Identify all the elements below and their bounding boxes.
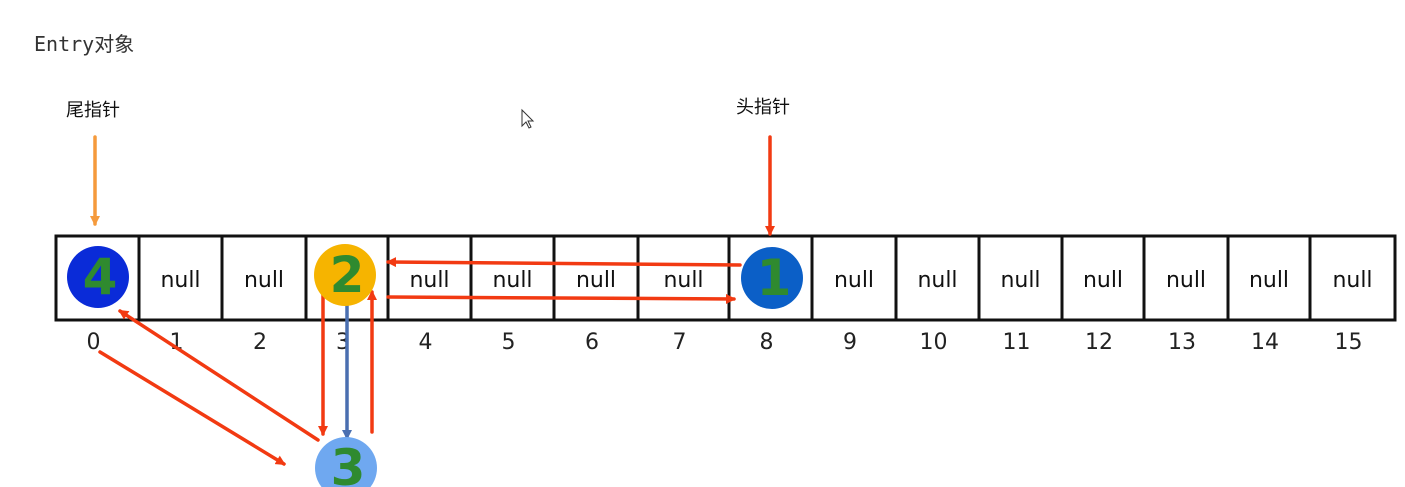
array-cell: null: [469, 234, 556, 322]
cell-null-text: null: [409, 268, 449, 293]
array-cell: null: [1060, 234, 1146, 322]
cell-index-label: 6: [585, 330, 599, 355]
cell-index-label: 14: [1251, 330, 1279, 355]
cell-index-label: 9: [843, 330, 857, 355]
node-1: 1: [741, 247, 803, 309]
array-cell: null: [894, 234, 981, 322]
arrow-index0-to-node3: [98, 350, 286, 466]
cell-null-text: null: [492, 268, 532, 293]
cell-null-text: null: [576, 268, 616, 293]
cell-index-label: 11: [1003, 330, 1031, 355]
node-digit-label: 4: [83, 248, 118, 306]
cell-index-label: 8: [760, 330, 774, 355]
diagram-title: Entry对象: [34, 32, 135, 56]
cell-index-label: 15: [1335, 330, 1363, 355]
node-4: 4: [67, 246, 129, 308]
cell-index-label: 10: [920, 330, 948, 355]
node-digit-label: 2: [330, 246, 365, 304]
cell-null-text: null: [663, 268, 703, 293]
head-pointer-label: 头指针: [736, 97, 790, 118]
array-cell: null: [810, 234, 898, 322]
cell-null-text: null: [160, 268, 200, 293]
array-cell: null: [636, 234, 731, 322]
cell-index-label: 13: [1168, 330, 1196, 355]
array-cell: null: [220, 234, 308, 322]
cell-null-text: null: [1166, 268, 1206, 293]
cell-index-label: 7: [673, 330, 687, 355]
cell-index-label: 2: [253, 330, 267, 355]
tail-pointer-label: 尾指针: [66, 100, 120, 121]
arrow-node3-to-node4: [118, 309, 320, 442]
node-digit-label: 1: [757, 249, 792, 307]
cell-index-label: 4: [419, 330, 433, 355]
cell-null-text: null: [1332, 268, 1372, 293]
array-cell: null: [386, 234, 473, 322]
node-3: 3: [315, 437, 377, 487]
array-cell: null: [1226, 234, 1312, 322]
cell-null-text: null: [917, 268, 957, 293]
array-cell: null: [977, 234, 1064, 322]
cell-null-text: null: [1249, 268, 1289, 293]
node-2: 2: [314, 244, 376, 306]
array-cell: null: [1142, 234, 1230, 322]
cell-index-label: 0: [87, 330, 101, 355]
cell-index-label: 5: [502, 330, 516, 355]
cell-null-text: null: [834, 268, 874, 293]
node-digit-label: 3: [331, 439, 366, 487]
array-cell: null: [137, 234, 224, 322]
cell-null-text: null: [1000, 268, 1040, 293]
mouse-cursor-icon: [521, 108, 535, 129]
array-cell: null: [552, 234, 640, 322]
array-cell: null: [1308, 234, 1397, 322]
cell-null-text: null: [1083, 268, 1123, 293]
cell-index-label: 12: [1085, 330, 1113, 355]
arrow-node1-to-node2: [386, 257, 742, 268]
arrow-node2-to-node1: [386, 293, 736, 304]
cell-null-text: null: [244, 268, 284, 293]
